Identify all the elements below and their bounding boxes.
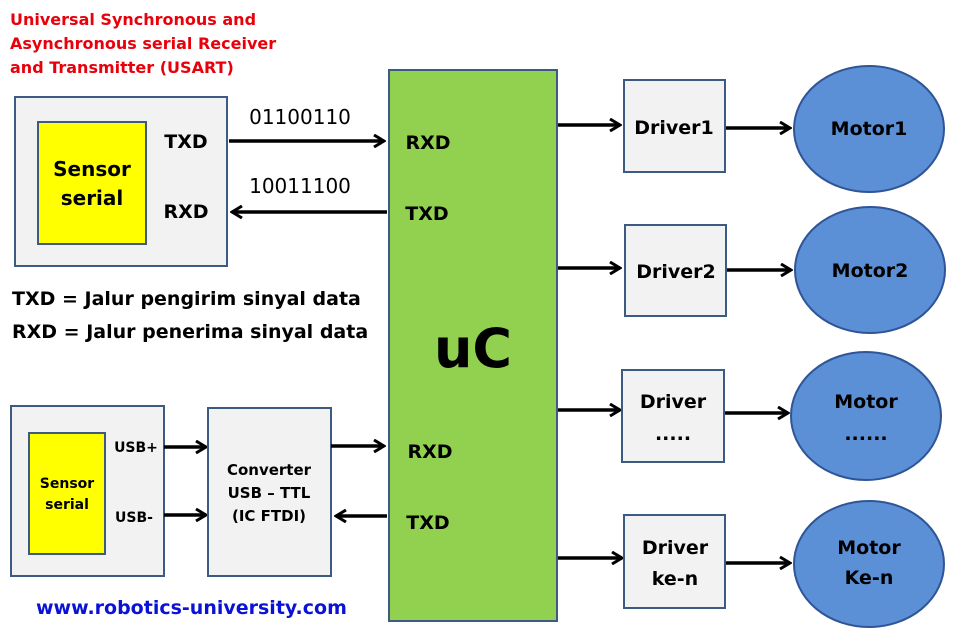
sensor-top-label-1: Sensor — [53, 157, 131, 181]
converter-line-3: (IC FTDI) — [232, 507, 306, 525]
motor-n-label-2: Ke-n — [845, 567, 894, 589]
sensor-top-label-2: serial — [61, 186, 124, 210]
motor-1 — [793, 65, 945, 193]
driver-n-label-2: ke-n — [652, 568, 698, 590]
motor-3 — [790, 351, 942, 481]
uc-rxd-bottom: RXD — [407, 441, 452, 463]
usb-plus-label: USB+ — [114, 440, 158, 456]
driver-3-box — [621, 369, 725, 463]
sensor-serial-top — [37, 121, 147, 245]
motor-2 — [794, 206, 946, 334]
website-link[interactable]: www.robotics-university.com — [36, 597, 347, 619]
uc-txd-bottom: TXD — [406, 512, 449, 534]
motor-n — [793, 500, 945, 628]
microcontroller-block — [388, 69, 558, 622]
motor-3-label-1: Motor — [834, 391, 898, 413]
sensor-top-rxd: RXD — [163, 201, 208, 223]
title-line-1: Universal Synchronous and — [10, 10, 256, 29]
driver-1-box — [623, 79, 726, 173]
sensor-serial-bottom — [28, 432, 106, 555]
converter-line-2: USB – TTL — [228, 484, 311, 502]
motor-n-label-1: Motor — [837, 537, 901, 559]
tx-bits-label: 01100110 — [249, 105, 351, 129]
uc-rxd-top: RXD — [405, 132, 450, 154]
sensor-bottom-label-1: Sensor — [40, 476, 94, 492]
sensor-top-txd: TXD — [164, 131, 207, 153]
converter-box — [207, 407, 332, 577]
driver-3-label-1: Driver — [640, 391, 707, 413]
uc-txd-top: TXD — [405, 203, 448, 225]
legend-rxd: RXD = Jalur penerima sinyal data — [12, 321, 368, 343]
motor-2-label: Motor2 — [832, 260, 909, 282]
driver-n-box — [623, 514, 726, 609]
legend-txd: TXD = Jalur pengirim sinyal data — [12, 288, 361, 310]
motor-3-label-2: ...... — [844, 423, 887, 445]
sensor-bottom-label-2: serial — [45, 497, 89, 513]
uc-label: uC — [434, 317, 512, 380]
driver-2-box — [624, 224, 727, 317]
driver-n-label-1: Driver — [642, 537, 709, 559]
driver-2-label: Driver2 — [636, 261, 716, 283]
title-line-3: and Transmitter (USART) — [10, 58, 234, 77]
title-line-2: Asynchronous serial Receiver — [10, 34, 276, 53]
rx-bits-label: 10011100 — [249, 174, 351, 198]
motor-1-label: Motor1 — [831, 118, 908, 140]
converter-line-1: Converter — [227, 461, 312, 479]
usb-minus-label: USB- — [115, 510, 153, 526]
driver-3-label-2: ..... — [655, 423, 691, 445]
driver-1-label: Driver1 — [634, 117, 714, 139]
